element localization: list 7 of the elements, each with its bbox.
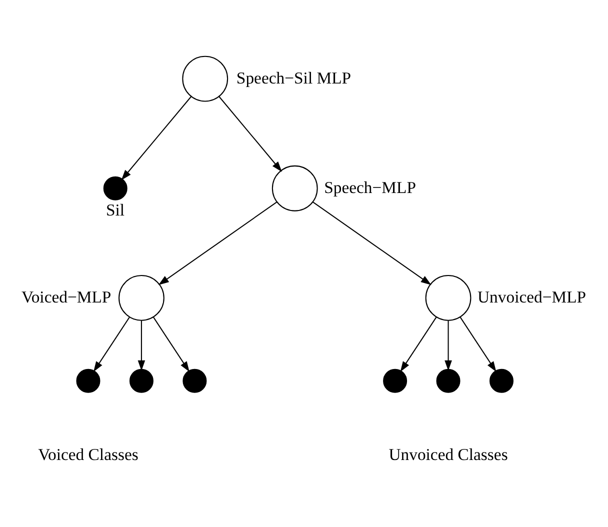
node-label: Speech−MLP [324, 178, 416, 197]
node-label: Speech−Sil MLP [236, 68, 352, 88]
node-label: Unvoiced−MLP [477, 287, 586, 306]
label: Voiced Classes [38, 445, 138, 464]
node-label: Voiced−MLP [21, 287, 112, 306]
node-label: Sil [106, 200, 125, 220]
label: Unvoiced Classes [388, 445, 508, 464]
